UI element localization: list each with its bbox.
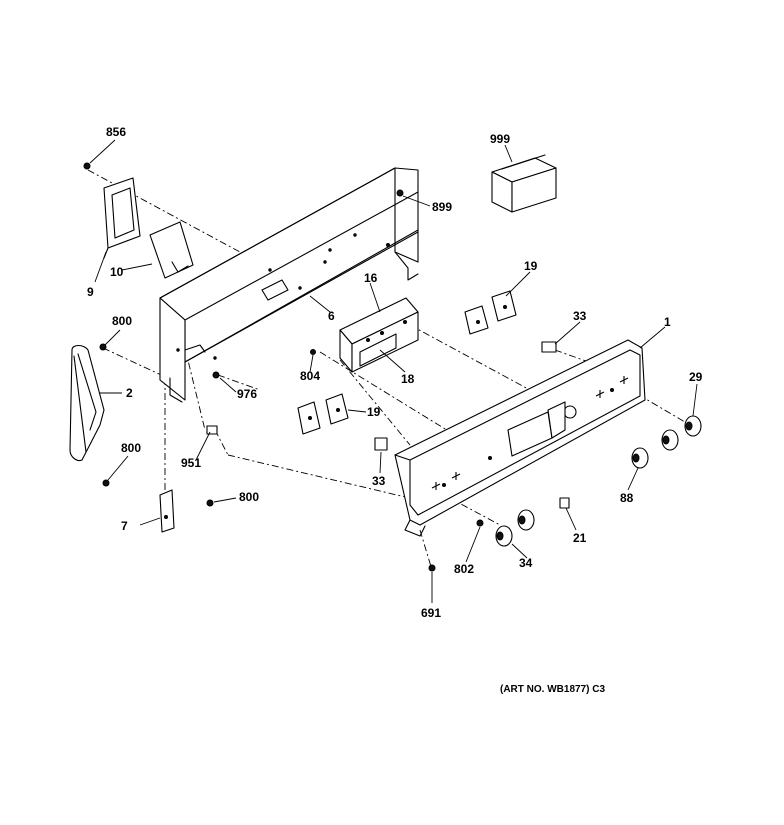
bracket-10 <box>149 221 194 279</box>
control-board-16 <box>339 297 419 373</box>
label-802: 802 <box>454 562 474 576</box>
label-33-upper: 33 <box>573 309 587 323</box>
label-804: 804 <box>300 369 320 383</box>
box-999 <box>491 154 557 213</box>
label-19-lower: 19 <box>367 405 381 419</box>
knob-29b <box>661 429 679 451</box>
knob-34b <box>495 525 513 547</box>
label-800-bottom: 800 <box>239 490 259 504</box>
label-16: 16 <box>364 271 378 285</box>
label-951: 951 <box>181 456 201 470</box>
label-7: 7 <box>121 519 128 533</box>
label-10: 10 <box>110 265 124 279</box>
part-labels: 856 9 10 800 2 800 800 7 951 976 6 16 18… <box>87 125 703 620</box>
label-19-upper: 19 <box>524 259 538 273</box>
label-2: 2 <box>126 386 133 400</box>
knob-88 <box>631 447 649 469</box>
label-856: 856 <box>106 125 126 139</box>
label-29: 29 <box>689 370 703 384</box>
control-panel-1 <box>394 339 646 537</box>
label-976: 976 <box>237 387 257 401</box>
switch-19-upper <box>464 290 517 335</box>
part-33 <box>374 341 557 451</box>
label-18: 18 <box>401 372 415 386</box>
leader-lines <box>89 139 698 603</box>
end-cap-2 <box>69 344 105 462</box>
label-88: 88 <box>620 491 634 505</box>
label-9: 9 <box>87 285 94 299</box>
bracket-9 <box>103 177 141 259</box>
label-800-top: 800 <box>112 314 132 328</box>
fasteners <box>83 162 484 572</box>
label-999: 999 <box>490 132 510 146</box>
switch-19-lower <box>297 393 349 435</box>
knob-29 <box>684 415 702 437</box>
backguard-frame <box>159 167 419 403</box>
label-800-left: 800 <box>121 441 141 455</box>
label-1: 1 <box>664 315 671 329</box>
label-21: 21 <box>573 531 587 545</box>
label-691: 691 <box>421 606 441 620</box>
label-6: 6 <box>328 309 335 323</box>
part-21 <box>559 497 570 509</box>
art-number-note: (ART NO. WB1877) C3 <box>500 684 605 695</box>
bracket-7 <box>159 489 175 533</box>
label-34: 34 <box>519 556 533 570</box>
knob-34a <box>517 509 535 531</box>
label-33-lower: 33 <box>372 474 386 488</box>
label-899: 899 <box>432 200 452 214</box>
